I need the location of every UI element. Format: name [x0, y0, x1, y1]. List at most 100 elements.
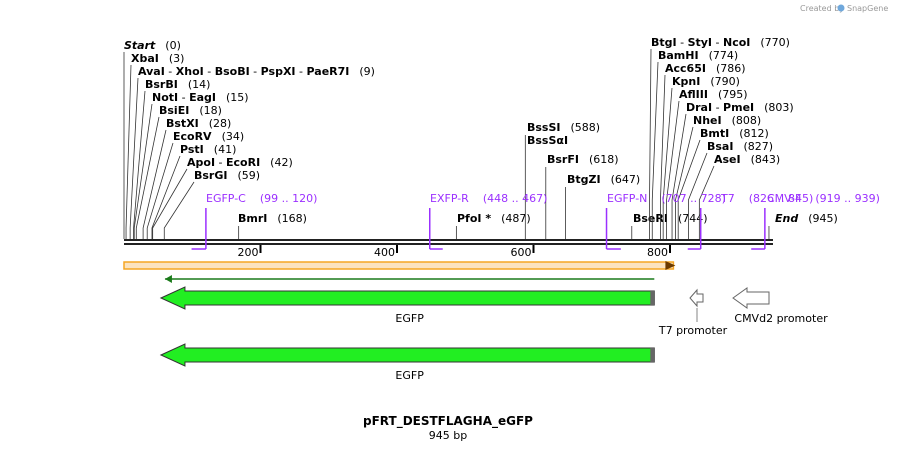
site-label: AvaI - XhoI - BsoBI - PspXI - PaeR7I(9)	[138, 65, 375, 78]
tick-label: 400	[374, 246, 395, 259]
feature-label: EGFP	[395, 369, 424, 382]
orf-track	[123, 261, 676, 283]
site-text: NotI - EagI(15)	[152, 91, 249, 104]
watermark-text: Created by	[800, 4, 844, 13]
site-connector	[651, 61, 659, 239]
site-label: BamHI(774)	[658, 49, 738, 62]
feature-arrow	[732, 287, 770, 309]
site-label: Acc65I(786)	[665, 62, 746, 75]
feature-label: EGFP	[395, 312, 424, 325]
feature-track: EGFP EGFP T7 promoter CMVd2 promoter	[159, 286, 828, 382]
site-connector	[163, 181, 195, 239]
site-connector	[133, 103, 153, 239]
site-text: ApoI - EcoRI(42)	[187, 156, 293, 169]
map-length: 945 bp	[429, 429, 467, 442]
site-label: BseRI(744)	[633, 212, 708, 225]
site-label: PfoI *(487)	[457, 212, 531, 225]
site-label: BsrFI(618)	[547, 153, 619, 166]
site-label: PstI(41)	[180, 143, 236, 156]
site-label: BssSI(588)	[527, 121, 600, 134]
tick-label: 800	[647, 246, 668, 259]
site-text: AvaI - XhoI - BsoBI - PspXI - PaeR7I(9)	[138, 65, 375, 78]
site-text: BmrI(168)	[238, 212, 307, 225]
feature-label: CMVd2 promoter	[734, 312, 828, 325]
snapgene-watermark: Created by SnapGene	[800, 4, 888, 13]
feature-t7-promoter: T7 promoter	[658, 288, 728, 337]
feature-label: T7 promoter	[658, 324, 728, 337]
site-text: XbaI(3)	[131, 52, 184, 65]
site-connector	[688, 152, 708, 239]
backbone	[124, 239, 773, 245]
feature-end-cap	[650, 348, 655, 362]
watermark-brand: SnapGene	[847, 4, 888, 13]
restriction-sites: Start(0)XbaI(3)AvaI - XhoI - BsoBI - Psp…	[123, 36, 838, 239]
site-label: EcoRV(34)	[173, 130, 244, 143]
primer-label: EXFP-R(448 .. 467)	[430, 192, 547, 205]
snapgene-logo-icon	[837, 4, 845, 12]
primer-label: T7(826 .. 845)	[720, 192, 813, 205]
site-label: XbaI(3)	[131, 52, 184, 65]
site-label: BsrBI(14)	[145, 78, 210, 91]
feature-end-cap	[650, 291, 655, 305]
site-text: KpnI(790)	[672, 75, 740, 88]
site-text: BtgI - StyI - NcoI(770)	[651, 36, 790, 49]
site-text: NheI(808)	[693, 114, 761, 127]
site-label: KpnI(790)	[672, 75, 740, 88]
feature-egfp: EGFP	[159, 286, 655, 325]
tick-label: 200	[238, 246, 259, 259]
site-text: BssSI(588)	[527, 121, 600, 134]
site-text: BmtI(812)	[700, 127, 769, 140]
site-label: BtgZI(647)	[567, 173, 640, 186]
site-label: AflIII(795)	[679, 88, 748, 101]
site-connector	[125, 64, 132, 239]
site-connector	[675, 126, 694, 239]
site-label: DraI - PmeI(803)	[686, 101, 794, 114]
site-text: BamHI(774)	[658, 49, 738, 62]
site-connector	[151, 155, 181, 239]
site-connector	[133, 90, 146, 239]
primer-label: EGFP-N(707 .. 728)	[607, 192, 726, 205]
site-label: BsaI(827)	[707, 140, 773, 153]
site-text: BsrGI(59)	[194, 169, 260, 182]
site-connector	[649, 48, 652, 239]
site-connector	[129, 77, 139, 239]
site-text: AflIII(795)	[679, 88, 748, 101]
site-text: BtgZI(647)	[567, 173, 640, 186]
site-connector	[135, 116, 160, 239]
site-label: Start(0)	[124, 39, 181, 52]
site-label: NotI - EagI(15)	[152, 91, 249, 104]
primer-label: EGFP-C(99 .. 120)	[206, 192, 317, 205]
site-text: BsrBI(14)	[145, 78, 210, 91]
feature-cmvd2-promoter: CMVd2 promoter	[732, 287, 828, 325]
site-text: PstI(41)	[180, 143, 236, 156]
site-text: BsrFI(618)	[547, 153, 619, 166]
site-connector	[671, 113, 687, 239]
site-connector	[677, 139, 701, 239]
site-text: BssSαI	[527, 134, 568, 147]
site-text: BseRI(744)	[633, 212, 708, 225]
tick-label: 600	[511, 246, 532, 259]
primer-egfp-c: EGFP-C(99 .. 120)	[191, 192, 317, 250]
site-connector	[666, 100, 680, 239]
primer-egfp-n: EGFP-N(707 .. 728)	[605, 192, 726, 250]
primer-sites: EGFP-C(99 .. 120) EXFP-R(448 .. 467) EGFP-…	[191, 192, 880, 250]
site-label: BssSαI	[527, 134, 568, 147]
feature-arrow	[689, 288, 704, 308]
site-text: BsiEI(18)	[159, 104, 222, 117]
site-label: BmrI(168)	[238, 212, 307, 225]
site-label: BtgI - StyI - NcoI(770)	[651, 36, 790, 49]
primer-cmv-f: CMV-F(919 .. 939)	[751, 192, 880, 250]
primer-label: CMV-F(919 .. 939)	[767, 192, 880, 205]
feature-egfp: EGFP	[159, 343, 655, 382]
orf-arrowhead	[665, 261, 676, 270]
site-text: End(945)	[775, 212, 838, 225]
site-connector	[660, 74, 666, 239]
site-label: BmtI(812)	[700, 127, 769, 140]
site-connector	[662, 87, 673, 239]
feature-arrow	[159, 286, 655, 310]
site-text: Acc65I(786)	[665, 62, 746, 75]
primer-exfp-r: EXFP-R(448 .. 467)	[429, 192, 547, 250]
site-connector	[152, 168, 188, 239]
site-connector	[146, 142, 174, 239]
